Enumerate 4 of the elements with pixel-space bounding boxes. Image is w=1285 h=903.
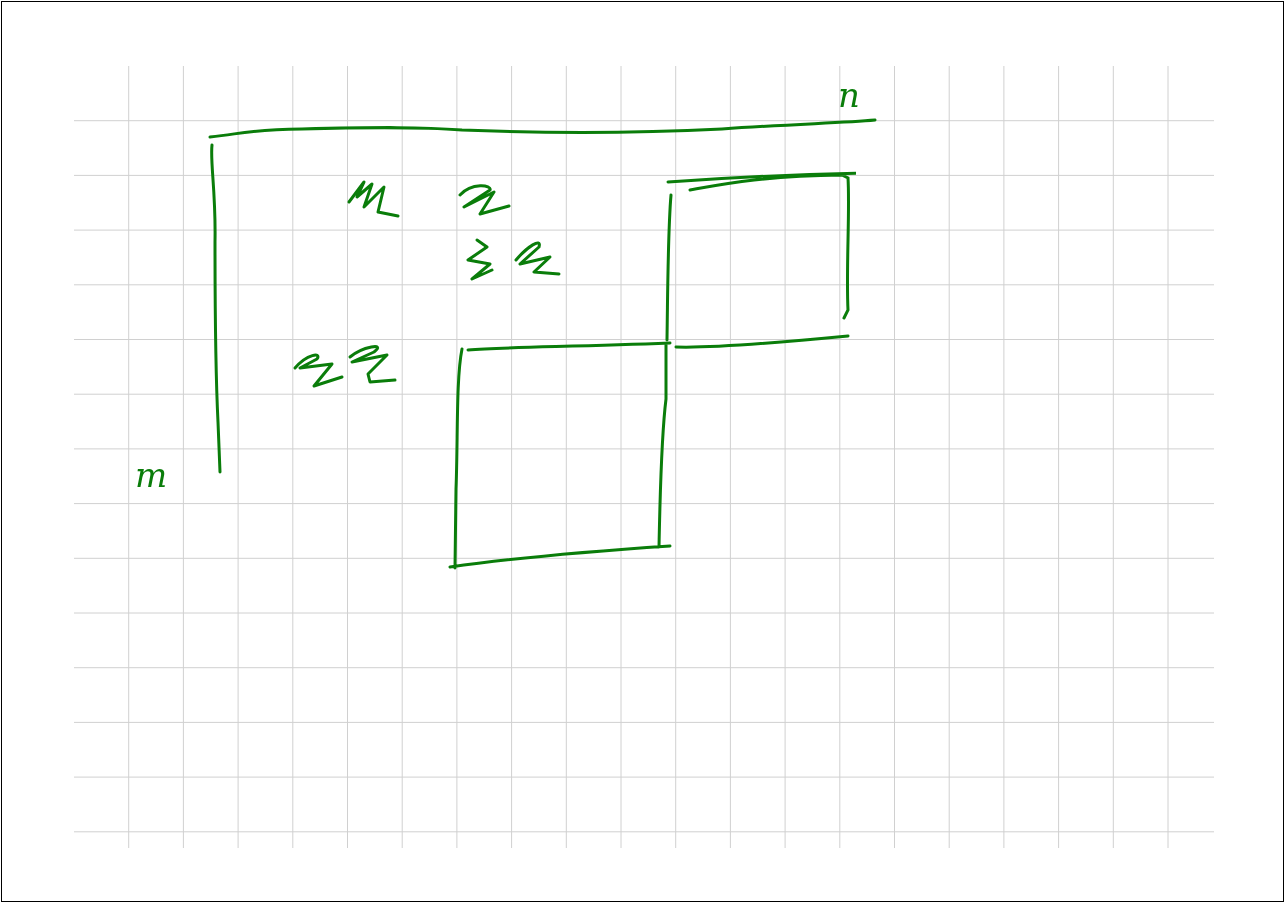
- empty-box: [664, 170, 856, 352]
- axis-letter: n: [838, 78, 860, 112]
- axis-letter: m: [135, 458, 168, 492]
- empty-box: [446, 339, 674, 571]
